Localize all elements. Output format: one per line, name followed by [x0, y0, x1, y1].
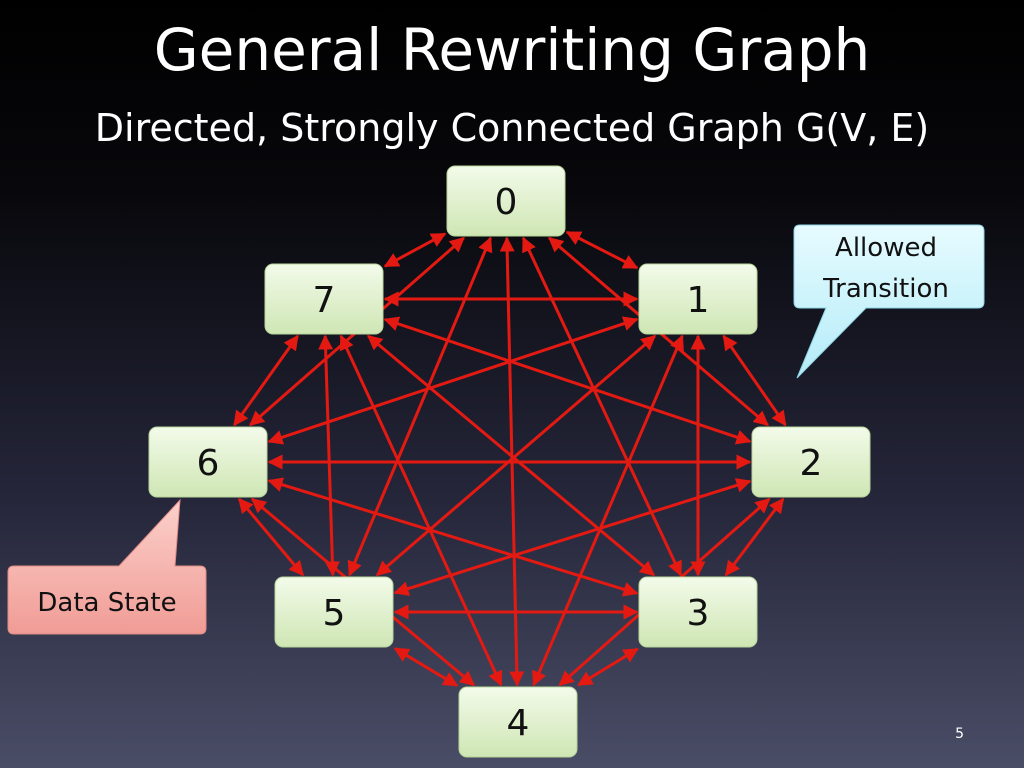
node-3: 3 [638, 576, 758, 648]
allowed-transition-line2: Transition [822, 274, 949, 304]
node-0: 0 [446, 165, 566, 237]
node-box-0 [446, 165, 566, 237]
edge-6-7 [233, 334, 299, 427]
node-box-7 [264, 263, 384, 335]
node-label-7: 7 [313, 280, 336, 321]
data-state-callout [7, 498, 207, 635]
node-box-1 [638, 263, 758, 335]
node-4: 4 [458, 686, 578, 758]
node-label-6: 6 [197, 443, 220, 484]
node-box-2 [751, 426, 871, 498]
edge-1-2 [722, 334, 787, 427]
edges-layer [233, 230, 787, 687]
allowed-transition-line1: Allowed [835, 233, 937, 263]
edge-3-4 [577, 647, 639, 687]
edge-2-7 [383, 316, 752, 445]
node-label-3: 3 [687, 593, 710, 634]
node-box-4 [458, 686, 578, 758]
node-label-4: 4 [507, 703, 530, 744]
edge-0-7 [383, 232, 447, 268]
edge-5-6 [237, 497, 305, 577]
edge-4-5 [393, 647, 459, 687]
node-label-5: 5 [323, 593, 346, 634]
node-6: 6 [148, 426, 268, 498]
node-1: 1 [638, 263, 758, 335]
slide-title: General Rewriting Graph [153, 16, 871, 84]
node-label-0: 0 [495, 182, 518, 223]
nodes-layer: 0 1 2 3 4 5 6 7 [148, 165, 871, 758]
node-label-1: 1 [687, 280, 710, 321]
node-box-5 [274, 576, 394, 648]
node-7: 7 [264, 263, 384, 335]
page-number: 5 [955, 726, 964, 742]
node-2: 2 [751, 426, 871, 498]
node-box-3 [638, 576, 758, 648]
edge-3-6 [267, 477, 639, 597]
edge-5-7 [318, 334, 340, 577]
data-state-label: Data State [37, 588, 176, 618]
node-5: 5 [274, 576, 394, 648]
node-box-6 [148, 426, 268, 498]
allowed-transition-callout [793, 224, 985, 379]
node-label-2: 2 [800, 443, 823, 484]
edge-4-7 [339, 334, 503, 687]
slide-subtitle: Directed, Strongly Connected Graph G(V, … [94, 106, 930, 150]
